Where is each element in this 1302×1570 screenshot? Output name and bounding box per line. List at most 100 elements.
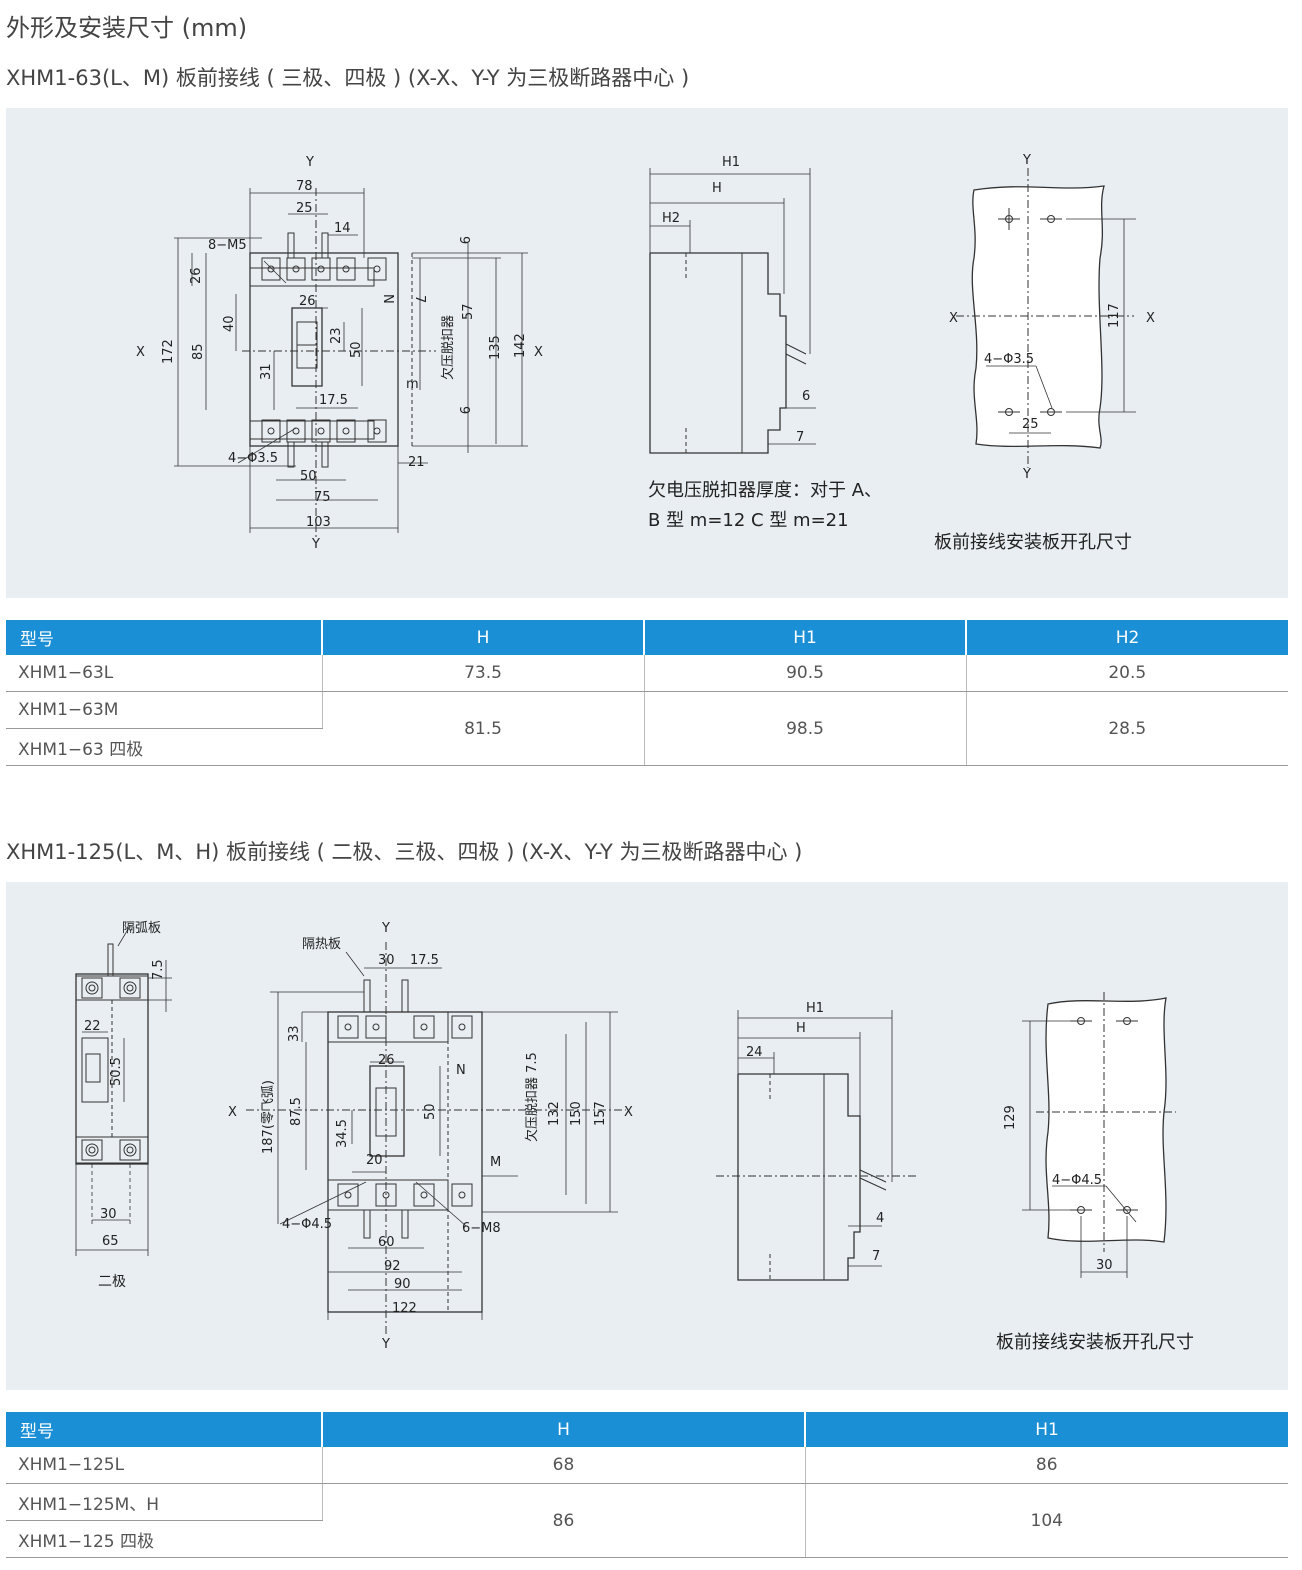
front125-dim-90: 90: [394, 1277, 411, 1292]
front63-x-left: X: [136, 345, 145, 360]
col-header-model: 型号: [6, 1412, 323, 1447]
twopole-arc-board: 隔弧板: [122, 921, 161, 936]
table-row: XHM1−125 四极: [6, 1520, 1288, 1558]
col-header-h2: H2: [966, 620, 1288, 655]
cell-h1: 98.5: [644, 691, 967, 766]
twopole-caption: 二极: [98, 1274, 126, 1290]
front63-dim-57: 57: [461, 303, 476, 320]
front63-dim-103: 103: [306, 515, 331, 530]
side-view-63: H1 H H2 6 7: [649, 155, 816, 454]
front63-y-top: Y: [305, 155, 314, 170]
front125-m8-label: 6−M8: [462, 1221, 501, 1236]
cell-h: 68: [322, 1447, 806, 1484]
cell-h: 86: [322, 1483, 806, 1558]
front125-dim-30: 30: [378, 953, 395, 968]
front63-dim-40: 40: [222, 315, 237, 332]
uv-thickness-note-line1: 欠电压脱扣器厚度：对于 A、: [648, 480, 883, 501]
front63-y-bottom: Y: [311, 537, 320, 552]
front125-dim-122: 122: [392, 1301, 417, 1316]
side63-dim-6: 6: [802, 389, 810, 404]
table-row: XHM1−63L 73.5 90.5 20.5: [6, 655, 1288, 692]
panel-xhm1-63-drawings: Y 78 25 14 8−M5 26 17.5 4−Φ3.5 50 21 75 …: [6, 108, 1288, 598]
front63-label-n: N: [380, 294, 395, 304]
cell-h2: 28.5: [966, 691, 1288, 766]
front-view-63: Y 78 25 14 8−M5 26 17.5 4−Φ3.5 50 21 75 …: [136, 155, 543, 552]
cell-model: XHM1−125L: [6, 1447, 323, 1484]
cell-model: XHM1−63 四极: [6, 728, 322, 766]
front63-dim-78: 78: [296, 179, 313, 194]
side125-h: H: [796, 1021, 806, 1036]
mount63-dim-117: 117: [1107, 303, 1122, 328]
front63-dim-17-5: 17.5: [319, 393, 348, 408]
front63-dim-75: 75: [314, 490, 331, 505]
front63-dim-9b: 9: [456, 406, 471, 414]
xhm1-125-drawing-svg: 隔弧板 7.5 22 50.5 30 65 二极: [75, 921, 1176, 1352]
front125-label-n: N: [456, 1063, 466, 1078]
front-view-125: Y 隔热板 30 17.5 33 187(零飞弧) 87.5 34.5 26 2…: [228, 921, 633, 1352]
cell-h2: 20.5: [966, 655, 1288, 692]
front125-dim-26: 26: [378, 1053, 395, 1068]
xhm1-63-dimension-table: 型号 H H1 H2 XHM1−63L 73.5 90.5 20.5 XHM1−…: [6, 620, 1288, 766]
side125-dim-7: 7: [872, 1249, 880, 1264]
front125-heat-board: 隔热板: [302, 937, 341, 952]
side-view-125: H1 H 24 4 7: [716, 1001, 916, 1281]
front125-dim-92: 92: [384, 1259, 401, 1274]
front63-dim-85: 85: [191, 343, 206, 360]
section1-title: XHM1-63(L、M) 板前接线 ( 三极、四极 ) (X-X、Y-Y 为三极…: [6, 66, 690, 90]
front125-dim-157: 157: [593, 1101, 608, 1126]
side63-h1: H1: [722, 155, 740, 170]
front63-dim-50: 50: [349, 341, 364, 358]
mount63-x-left: X: [949, 311, 958, 326]
front125-hole-label: 4−Φ4.5: [282, 1217, 332, 1232]
cell-model: XHM1−125 四极: [6, 1520, 322, 1558]
col-header-h1: H1: [805, 1412, 1288, 1447]
cell-h1: 86: [805, 1447, 1288, 1484]
section2-title: XHM1-125(L、M、H) 板前接线 ( 二极、三极、四极 ) (X-X、Y…: [6, 840, 803, 864]
front125-dim-132: 132: [547, 1101, 562, 1126]
table-row: XHM1−125M、H 86 104: [6, 1483, 1288, 1558]
mount63-y-top: Y: [1022, 153, 1031, 168]
front63-label-uv: 欠压脱扣器: [440, 315, 456, 380]
front63-dim-23: 23: [329, 327, 344, 344]
front63-dim-31: 31: [259, 363, 274, 380]
xhm1-63-drawing-svg: Y 78 25 14 8−M5 26 17.5 4−Φ3.5 50 21 75 …: [136, 153, 1155, 552]
front63-x-right: X: [534, 345, 543, 360]
mount63-caption: 板前接线安装板开孔尺寸: [934, 532, 1132, 553]
mount125-hole-label: 4−Φ4.5: [1052, 1173, 1102, 1188]
twopole-dim-50-5: 50.5: [109, 1057, 124, 1086]
table-header-row: 型号 H H1 H2: [6, 620, 1288, 655]
col-header-h1: H1: [644, 620, 967, 655]
front63-dim-14: 14: [334, 221, 351, 236]
side125-dim-4: 4: [876, 1211, 884, 1226]
cell-h1: 104: [805, 1483, 1288, 1558]
cell-model: XHM1−63L: [6, 655, 323, 692]
twopole-dim-7-5: 7.5: [151, 959, 166, 980]
side63-dim-7: 7: [796, 430, 804, 445]
front125-dim-87-5: 87.5: [289, 1097, 304, 1126]
mount125-caption: 板前接线安装板开孔尺寸: [996, 1332, 1194, 1353]
side125-dim-24: 24: [746, 1045, 763, 1060]
front63-label-m: m: [406, 377, 419, 392]
front63-dim-21: 21: [408, 455, 425, 470]
cell-h: 73.5: [322, 655, 645, 692]
front125-dim-34-5: 34.5: [335, 1119, 350, 1148]
twopole-view: 隔弧板 7.5 22 50.5 30 65 二极: [75, 921, 172, 1290]
front125-dim-20: 20: [366, 1153, 383, 1168]
front125-dim-187: 187(零飞弧): [261, 1080, 276, 1154]
cell-h1: 90.5: [644, 655, 967, 692]
front63-dim-135: 135: [488, 335, 503, 360]
panel-xhm1-125-drawings: 隔弧板 7.5 22 50.5 30 65 二极: [6, 882, 1288, 1390]
mount63-dim-25: 25: [1022, 417, 1039, 432]
page-title: 外形及安装尺寸 (mm): [6, 14, 248, 42]
front63-hole-label: 4−Φ3.5: [228, 451, 278, 466]
side63-h: H: [712, 181, 722, 196]
uv-thickness-note-line2: B 型 m=12 C 型 m=21: [648, 510, 849, 531]
front125-dim-60: 60: [378, 1235, 395, 1250]
twopole-dim-22: 22: [84, 1019, 101, 1034]
front125-label-uv: 欠压脱扣器 7.5: [524, 1052, 540, 1142]
front125-dim-150: 150: [569, 1101, 584, 1126]
front63-label-8m5: 8−M5: [208, 238, 247, 253]
front125-label-m: M: [490, 1155, 501, 1170]
front125-x-left: X: [228, 1105, 237, 1120]
xhm1-125-dimension-table: 型号 H H1 XHM1−125L 68 86 XHM1−125M、H 86 1…: [6, 1412, 1288, 1558]
